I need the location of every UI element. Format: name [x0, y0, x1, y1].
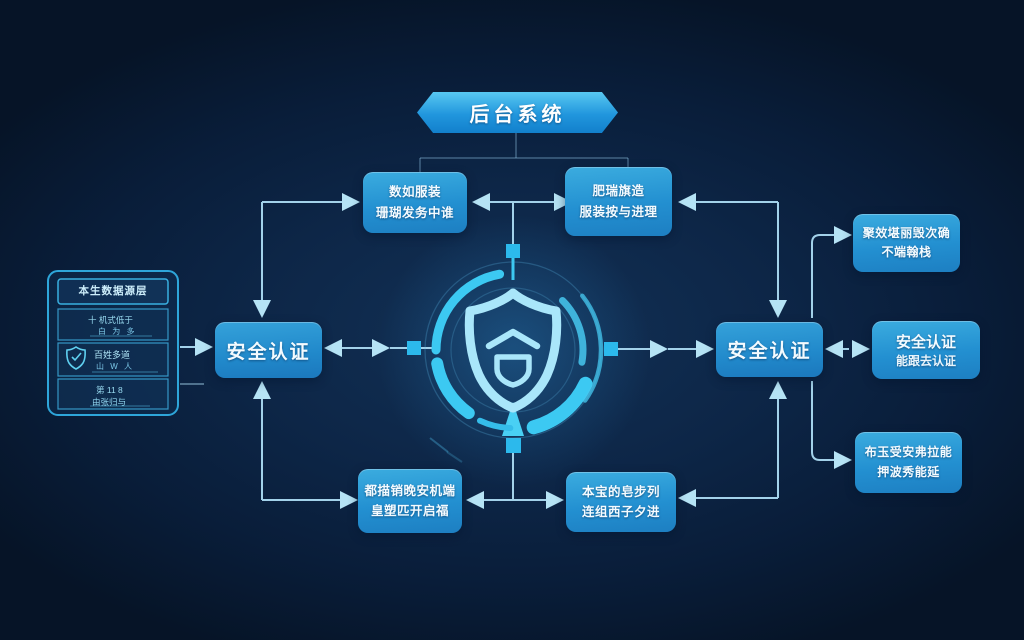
banner-label: 后台系统	[469, 104, 566, 126]
node-right-auth: 安全认证	[716, 322, 823, 377]
panel-row1-line2: 白 为 多	[98, 327, 137, 336]
panel-shield-icon	[66, 346, 86, 370]
node-right-top-line1: 聚效堪丽毁次确	[862, 225, 951, 240]
node-right-top: 聚效堪丽毁次确 不端翰栈	[853, 214, 960, 272]
node-bottom-center-line1: 本宝的皂步列	[581, 484, 660, 499]
node-right-bottom-line1: 布玉受安弗拉能	[864, 445, 953, 460]
node-top-right-line1: 肥瑞旗造	[592, 184, 645, 199]
node-top-left-line1: 数如服装	[388, 185, 441, 200]
node-top-left: 数如服装 珊瑚发务中谁	[363, 172, 467, 233]
panel-row3-line1: 第 11 8	[96, 385, 123, 395]
node-top-left-line2: 珊瑚发务中谁	[375, 205, 454, 220]
node-right-top-line2: 不端翰栈	[881, 245, 932, 259]
node-bottom-center: 本宝的皂步列 连组西子夕进	[566, 472, 676, 532]
connector-lines	[180, 201, 849, 501]
node-right-bottom: 布玉受安弗拉能 押波秀能延	[855, 432, 962, 493]
panel-row2-line2: 山 W 人	[96, 362, 134, 371]
node-bottom-center-line2: 连组西子夕进	[581, 505, 660, 519]
node-right-middle: 安全认证 能跟去认证	[872, 321, 980, 379]
node-left-auth-label: 安全认证	[226, 341, 311, 363]
node-right-middle-line1: 安全认证	[895, 334, 956, 351]
node-bottom-left-line1: 都描销晚安机端	[364, 483, 456, 498]
node-left-auth: 安全认证	[215, 322, 322, 378]
node-right-middle-line2: 能跟去认证	[895, 354, 956, 368]
arrowheads	[195, 193, 870, 509]
node-right-bottom-line2: 押波秀能延	[877, 464, 940, 479]
banner-backend-system: 后台系统	[417, 92, 618, 133]
panel-title: 本生数据源层	[78, 285, 148, 297]
panel-row2-line1: 百姓多道	[94, 350, 131, 360]
node-bottom-left-line2: 皇塑匹开启福	[370, 504, 449, 518]
banner-bracket	[419, 133, 629, 172]
data-panel	[47, 270, 179, 416]
center-ring	[424, 261, 604, 463]
node-right-auth-label: 安全认证	[727, 341, 812, 362]
panel-row1-line1: 十 机式低于	[88, 315, 133, 325]
panel-row3-line2: 由张归与	[92, 397, 127, 407]
shield-icon	[464, 288, 562, 413]
node-top-right-line2: 服装按与进理	[579, 204, 658, 219]
connector-squares	[407, 244, 618, 453]
node-top-right: 肥瑞旗造 服装按与进理	[565, 167, 672, 236]
node-bottom-left: 都描销晚安机端 皇塑匹开启福	[358, 469, 462, 533]
